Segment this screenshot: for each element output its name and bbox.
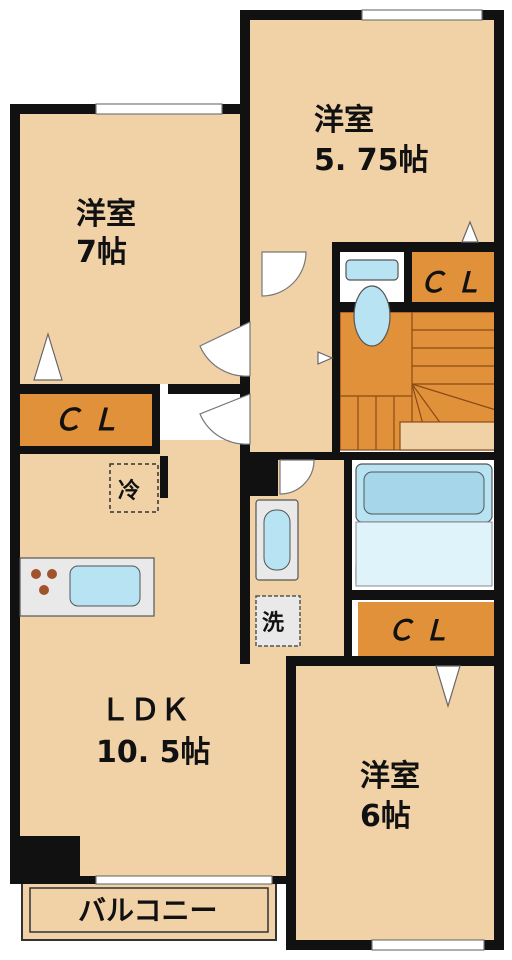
indicator-tri-2 <box>461 220 479 243</box>
balcony-label: バルコニー <box>78 894 217 927</box>
bathtub-icon <box>355 463 493 587</box>
stove-burner-icon <box>31 569 41 579</box>
indicator-tri-3 <box>435 665 461 709</box>
room-size-bedroom-7: 7帖 <box>76 235 127 270</box>
room-name-bedroom-6: 洋室 <box>360 759 420 794</box>
indicator-tri-1 <box>33 331 63 381</box>
window-top-right <box>361 9 483 21</box>
indicator-tri-4 <box>317 351 334 365</box>
washer-label: 洗 <box>262 611 284 636</box>
toilet-icon <box>345 259 399 347</box>
closet-upper-right <box>412 252 496 308</box>
washbasin-icon <box>255 499 299 581</box>
window-bottom-right <box>371 939 485 951</box>
bedroom-7-floor <box>18 112 240 384</box>
washer-box <box>255 595 301 647</box>
closet-left <box>18 394 158 446</box>
stove-burner-icon <box>47 569 57 579</box>
kitchen-counter <box>19 557 155 617</box>
closet-label-lower-right: ＣＬ <box>386 615 458 646</box>
room-name-bedroom-7: 洋室 <box>76 197 136 232</box>
doors <box>199 251 315 495</box>
bedroom-6-floor <box>296 666 496 940</box>
closet-lower-right <box>358 602 496 656</box>
bedroom-575-floor <box>248 20 496 250</box>
refrigerator-box <box>109 463 159 513</box>
room-size-bedroom-575: 5. 75帖 <box>314 143 428 178</box>
stove-burner-icon <box>39 585 49 595</box>
closet-label-left: ＣＬ <box>52 404 128 437</box>
balcony-area <box>21 879 277 941</box>
room-size-ldk: 10. 5帖 <box>96 735 210 770</box>
room-name-bedroom-575: 洋室 <box>314 103 374 138</box>
refrigerator-label: 冷 <box>118 478 140 504</box>
window-top-left <box>95 103 223 115</box>
closet-label-upper-right: ＣＬ <box>418 267 490 298</box>
room-size-bedroom-6: 6帖 <box>360 799 411 834</box>
window-ldk-balcony <box>95 875 273 885</box>
room-name-ldk: ＬＤＫ <box>100 693 190 728</box>
